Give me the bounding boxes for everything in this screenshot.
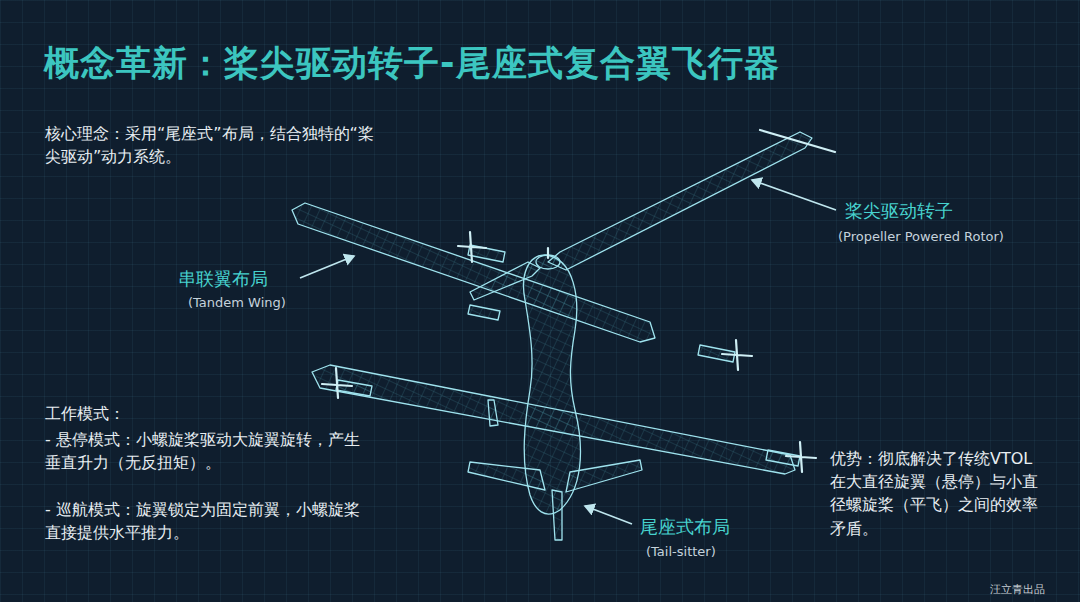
callout-label: 尾座式布局 xyxy=(640,514,730,540)
callout-label: 串联翼布局 xyxy=(178,266,268,292)
callout-label: 桨尖驱动转子 xyxy=(845,198,953,224)
callout-english: (Tail-sitter) xyxy=(646,543,716,562)
mode-note: - 悬停模式：小螺旋桨驱动大旋翼旋转，产生垂直升力（无反扭矩）。 xyxy=(45,428,365,474)
callout-english: (Propeller Powered Rotor) xyxy=(838,228,1004,247)
mode-note: - 巡航模式：旋翼锁定为固定前翼，小螺旋桨直接提供水平推力。 xyxy=(45,498,365,544)
callout-english: (Tandem Wing) xyxy=(188,294,286,313)
leader-line xyxy=(300,256,354,278)
leader-line xyxy=(585,506,632,524)
watermark: 汪立青出品 xyxy=(990,582,1045,598)
page-title: 概念革新：桨尖驱动转子-尾座式复合翼飞行器 xyxy=(44,38,780,89)
leader-line xyxy=(752,180,836,210)
section-heading: 工作模式： xyxy=(45,402,365,425)
concept-note: 核心理念：采用“尾座式”布局，结合独特的“桨尖驱动”动力系统。 xyxy=(45,122,385,168)
advantage-note: 优势：彻底解决了传统VTOL在大直径旋翼（悬停）与小直径螺旋桨（平飞）之间的效率… xyxy=(830,447,1045,540)
